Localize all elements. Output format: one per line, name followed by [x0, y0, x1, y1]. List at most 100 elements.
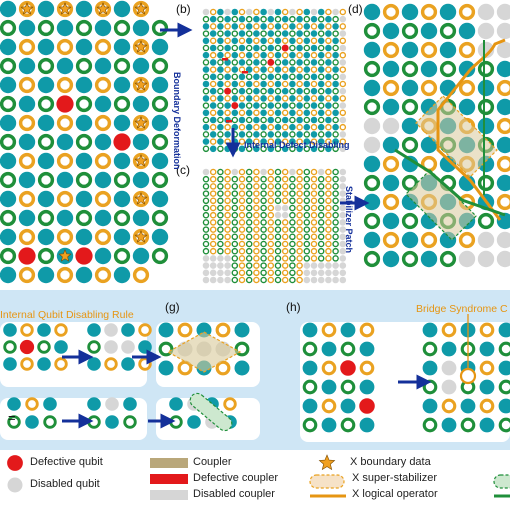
x-check-qubit — [339, 123, 347, 131]
data-qubit — [209, 116, 217, 124]
disabled-qubit — [339, 73, 347, 81]
disabled-qubit — [363, 117, 381, 135]
x-check-qubit — [18, 114, 36, 132]
x-check-qubit — [339, 51, 347, 59]
data-qubit — [289, 23, 296, 30]
z-check-qubit — [289, 145, 296, 153]
data-qubit — [458, 174, 476, 192]
data-qubit — [260, 138, 267, 145]
data-qubit — [310, 131, 318, 138]
x-check-qubit — [253, 269, 260, 277]
x-check-qubit — [296, 276, 303, 284]
z-check-qubit — [332, 59, 339, 66]
z-check-qubit — [231, 73, 239, 81]
z-check-qubit — [202, 15, 210, 23]
panel-d-grid — [363, 3, 510, 268]
z-check-qubit — [498, 341, 510, 357]
data-qubit — [0, 152, 17, 170]
disabled-qubit — [339, 211, 347, 219]
z-check-qubit — [202, 190, 210, 197]
z-check-qubit — [303, 183, 311, 190]
z-check-qubit — [245, 44, 253, 52]
z-check-qubit — [202, 175, 210, 183]
subtitle-bridge: Bridge Syndrome C — [416, 303, 508, 315]
disabled-qubit — [317, 269, 325, 277]
data-qubit — [253, 131, 260, 138]
x-check-qubit — [209, 37, 217, 45]
data-qubit — [94, 57, 112, 75]
x-check-qubit — [209, 95, 217, 102]
x-check-qubit — [281, 262, 289, 269]
data-qubit — [217, 66, 224, 73]
x-check-qubit — [496, 155, 510, 173]
data-qubit — [260, 8, 267, 16]
x-check-qubit — [224, 109, 231, 117]
data-qubit — [0, 114, 17, 132]
data-qubit — [217, 23, 224, 30]
data-qubit — [113, 228, 131, 246]
x-check-qubit — [310, 66, 318, 73]
x-check-qubit — [238, 80, 246, 88]
data-qubit — [496, 212, 510, 230]
data-qubit — [158, 322, 174, 338]
z-check-qubit — [260, 269, 267, 277]
z-check-qubit — [113, 247, 131, 265]
x-check-qubit — [441, 398, 457, 414]
x-check-qubit — [238, 168, 246, 176]
data-qubit — [317, 23, 325, 30]
data-qubit — [231, 23, 239, 30]
z-check-qubit — [217, 183, 224, 190]
step-internal-defect-disabling: Internal Defect Disabling — [244, 140, 350, 150]
disabled-qubit — [339, 87, 347, 95]
z-check-qubit — [363, 98, 381, 116]
z-check-qubit — [260, 44, 267, 52]
legend-disabled-qubit: Disabled qubit — [30, 478, 100, 490]
x-check-qubit — [382, 231, 400, 249]
panel-label-h: (h) — [286, 300, 301, 314]
data-qubit — [274, 109, 282, 117]
data-qubit — [274, 37, 282, 45]
data-qubit — [310, 44, 318, 52]
x-check-qubit — [253, 247, 260, 255]
x-check-qubit — [296, 51, 303, 59]
x-check-qubit — [267, 226, 275, 233]
z-check-qubit — [274, 30, 282, 37]
x-boundary-star — [134, 77, 148, 91]
x-check-qubit — [281, 269, 289, 277]
data-qubit — [363, 155, 381, 173]
z-check-qubit — [274, 73, 282, 81]
z-check-qubit — [274, 197, 282, 205]
x-check-qubit — [310, 95, 318, 102]
legend-coupler: Coupler — [193, 456, 232, 468]
data-qubit — [224, 131, 231, 138]
z-check-qubit — [231, 276, 239, 284]
z-check-qubit — [151, 247, 169, 265]
x-check-qubit — [138, 323, 152, 337]
z-check-qubit — [274, 233, 282, 241]
z-check-qubit — [332, 197, 339, 205]
data-qubit — [132, 209, 150, 227]
disabled-qubit — [458, 250, 476, 268]
data-qubit — [245, 109, 253, 117]
z-check-qubit — [303, 247, 311, 255]
x-check-qubit — [209, 123, 217, 131]
z-check-qubit — [260, 197, 267, 205]
x-check-qubit — [267, 276, 275, 284]
x-check-qubit — [458, 231, 476, 249]
x-check-qubit — [310, 168, 318, 176]
z-check-qubit — [231, 255, 239, 262]
z-check-qubit — [363, 212, 381, 230]
defective-coupler — [222, 58, 228, 61]
z-check-qubit — [113, 171, 131, 189]
x-check-qubit — [238, 226, 246, 233]
z-check-qubit — [289, 59, 296, 66]
z-check-qubit — [245, 219, 253, 226]
z-check-qubit — [274, 262, 282, 269]
z-check-qubit — [202, 240, 210, 248]
data-qubit — [224, 15, 231, 23]
z-check-qubit — [245, 240, 253, 248]
data-qubit — [422, 322, 438, 338]
data-qubit — [363, 3, 381, 21]
data-qubit — [317, 37, 325, 45]
x-boundary-star — [134, 2, 148, 15]
